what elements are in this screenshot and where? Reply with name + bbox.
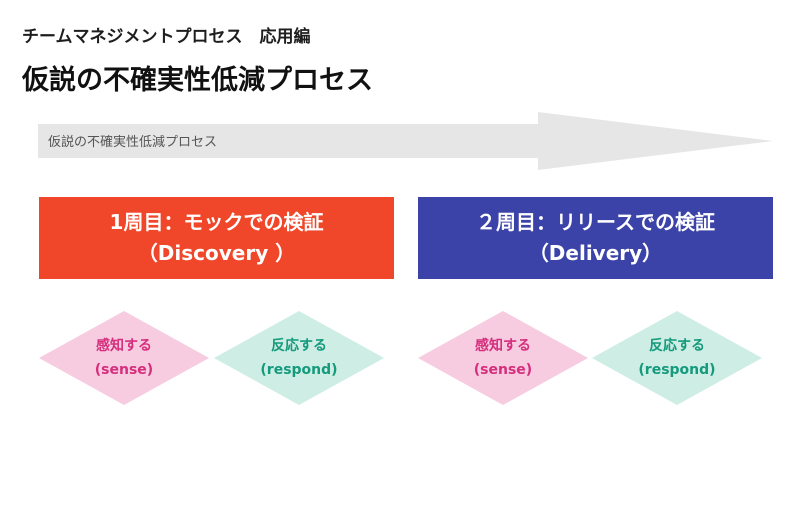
phase-1-sense-sub: (sense) [94, 362, 154, 378]
phase-1-sense-diamond: 感知する (sense) [39, 311, 209, 405]
deck-subtitle: チームマネジメントプロセス 応用編 [22, 27, 311, 47]
phase-1-sense-label: 感知する [96, 338, 152, 354]
process-arrow [38, 112, 773, 170]
phase-1-title: 1周目：モックでの検証 [109, 210, 324, 234]
process-arrow-shape [38, 112, 773, 170]
phase-2-sense-diamond: 感知する (sense) [418, 311, 588, 405]
phase-2-respond-sub: (respond) [638, 362, 716, 378]
page-title: 仮説の不確実性低減プロセス [22, 65, 373, 96]
phase-2-respond-label: 反応する [649, 338, 705, 354]
phase-2-sense-shape [418, 311, 588, 405]
phase-1-sense-shape [39, 311, 209, 405]
phase-2-subtitle: （Delivery） [528, 241, 663, 265]
phase-1-respond-shape [214, 311, 384, 405]
phase-2-sense-sub: (sense) [473, 362, 533, 378]
phase-1-respond-diamond: 反応する (respond) [214, 311, 384, 405]
phase-1-subtitle: （Discovery ） [137, 241, 296, 265]
process-arrow-label: 仮説の不確実性低減プロセス [48, 135, 218, 150]
phase-1-respond-label: 反応する [271, 338, 327, 354]
phase-2-box: ２周目：リリースでの検証 （Delivery） [418, 197, 773, 279]
phase-1-respond-sub: (respond) [260, 362, 338, 378]
phase-2-respond-diamond: 反応する (respond) [592, 311, 762, 405]
phase-2-respond-shape [592, 311, 762, 405]
phase-2-sense-label: 感知する [475, 338, 531, 354]
phase-1-box: 1周目：モックでの検証 （Discovery ） [39, 197, 394, 279]
phase-2-title: ２周目：リリースでの検証 [476, 210, 715, 234]
